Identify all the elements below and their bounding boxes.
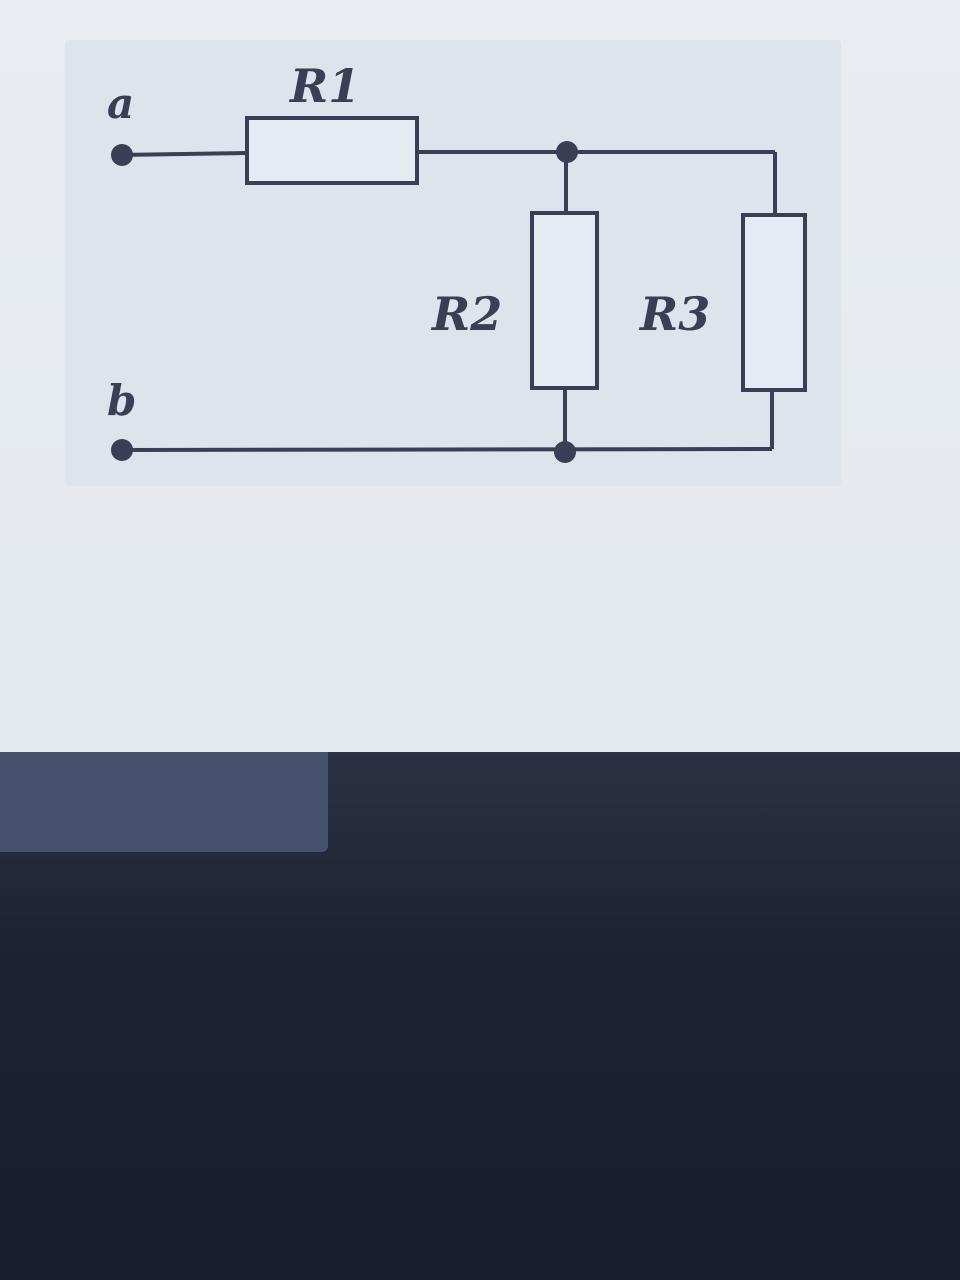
wire-b-bottom (121, 447, 773, 452)
taskbar-tile (0, 752, 328, 852)
circuit-diagram: a b R1 R2 R3 (107, 59, 807, 463)
diagram-panel (65, 40, 841, 486)
terminal-b-node (111, 439, 133, 461)
junction-top (556, 141, 578, 163)
terminal-a-label: a (107, 79, 134, 128)
resistor-r2 (530, 211, 599, 390)
r2-label: R2 (430, 287, 502, 341)
wire-a-r1 (121, 151, 248, 157)
junction-bottom (554, 441, 576, 463)
screen-area: a b R1 R2 R3 (0, 0, 960, 752)
resistor-r3 (741, 213, 807, 392)
resistor-r1 (245, 116, 419, 185)
r1-label: R1 (288, 59, 360, 113)
r3-label: R3 (638, 287, 710, 341)
terminal-a-node (111, 144, 133, 166)
terminal-b-label: b (107, 376, 136, 425)
